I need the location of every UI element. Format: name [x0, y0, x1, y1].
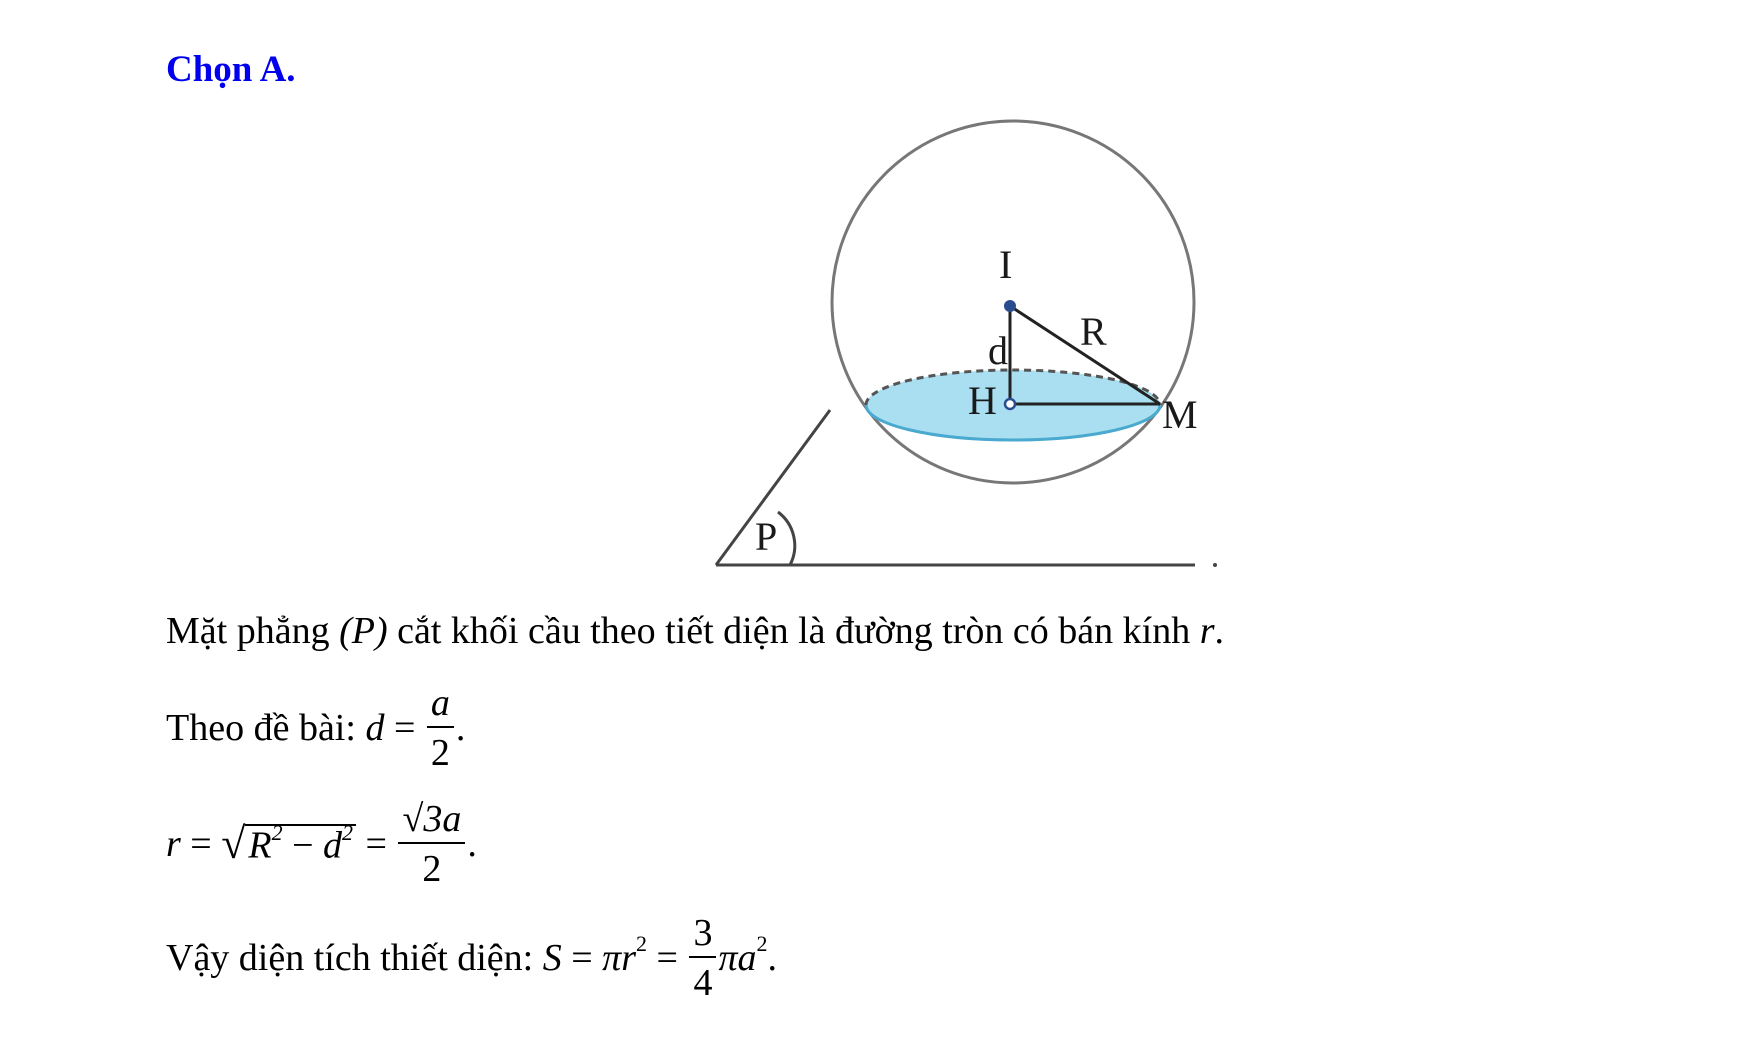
- l4-num: 3: [693, 912, 713, 954]
- l3-lhs: r: [166, 823, 181, 865]
- l3-d-exp: 2: [342, 820, 354, 846]
- point-H: [1003, 397, 1017, 411]
- l3-eq2: =: [356, 823, 397, 865]
- l3-den: 2: [398, 842, 466, 888]
- l1-text-b: cắt khối cầu theo tiết diện là đường trò…: [387, 610, 1200, 652]
- label-I: I: [999, 242, 1012, 287]
- l2-eq: =: [384, 707, 425, 749]
- l2-num: a: [430, 682, 450, 724]
- plane-edge-dot: [1213, 563, 1217, 567]
- l1-text-a: Mặt phẳng: [166, 610, 340, 652]
- cross-section-back-arc: [864, 368, 1162, 406]
- l3-end: .: [467, 823, 477, 865]
- text-line-1: Mặt phẳng (P) cắt khối cầu theo tiết diệ…: [166, 612, 1224, 650]
- l3-sqrt: √R2 − d2: [221, 819, 357, 868]
- l4-text: Vậy diện tích thiết diện:: [166, 937, 543, 979]
- l4-S: S: [542, 937, 562, 979]
- label-M: M: [1162, 392, 1198, 437]
- label-R: R: [1080, 309, 1107, 354]
- l4-end: .: [767, 937, 777, 979]
- l4-pia: πa: [718, 937, 757, 979]
- l3-minus: −: [282, 825, 324, 867]
- l4-pir: πr: [602, 937, 636, 979]
- l3-R-exp: 2: [271, 820, 283, 846]
- l3-eq1: =: [180, 823, 222, 865]
- l4-den: 4: [689, 956, 717, 1002]
- l3-d: d: [323, 825, 343, 867]
- plane-edge-slanted: [714, 409, 832, 566]
- l1-var-r: r: [1199, 610, 1215, 652]
- l3-rad-symbol: √: [221, 819, 246, 868]
- segment-IM: [1009, 304, 1161, 406]
- l3-num: √3a: [402, 798, 462, 840]
- l1-plane-P: (P): [339, 610, 388, 652]
- l3-sqrt-body: R2 − d2: [245, 822, 357, 867]
- l2-end: .: [455, 707, 466, 749]
- plane-angle-arc: [777, 510, 797, 566]
- l3-R: R: [248, 825, 272, 867]
- point-I: [1004, 300, 1016, 312]
- label-d: d: [988, 328, 1008, 373]
- l2-den: 2: [426, 726, 454, 772]
- l4-pir-exp: 2: [636, 931, 647, 956]
- l4-pia-exp: 2: [756, 931, 768, 956]
- l1-end: .: [1214, 610, 1225, 652]
- l4-eq2: =: [647, 937, 688, 979]
- l2-lhs: d: [365, 707, 385, 749]
- label-P: P: [755, 514, 777, 559]
- sphere-outline: [830, 119, 1196, 485]
- l2-text: Theo đề bài:: [166, 707, 366, 749]
- label-H: H: [968, 378, 997, 423]
- cross-section-front-arc: [864, 404, 1162, 442]
- answer-heading: Chọn A.: [166, 49, 296, 90]
- l4-eq1: =: [561, 937, 603, 979]
